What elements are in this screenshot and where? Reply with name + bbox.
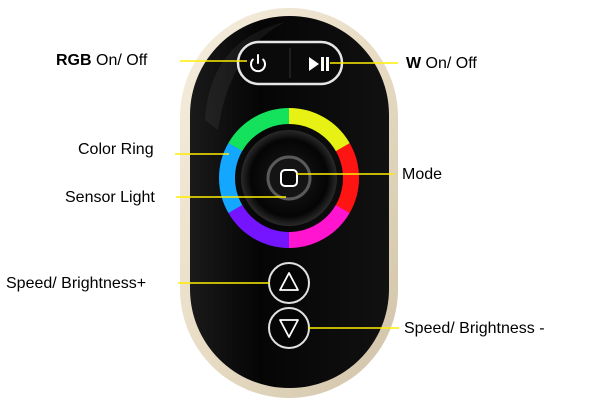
label-speed-up: Speed/ Brightness+ — [6, 275, 147, 292]
triangle-down-icon — [279, 319, 299, 338]
label-speed-down: Speed/ Brightness - — [404, 320, 545, 337]
label-rgb-suffix: On/ Off — [91, 52, 148, 69]
label-mode: Mode — [402, 166, 443, 183]
label-w-prefix: W — [406, 55, 422, 72]
play-pause-icon[interactable] — [309, 57, 329, 71]
mode-square-icon[interactable] — [280, 169, 298, 187]
triangle-up-icon — [279, 272, 299, 291]
color-ring[interactable] — [204, 93, 373, 262]
label-rgb-on-off: RGB On/ Off — [56, 52, 147, 70]
gloss-highlight — [205, 22, 285, 130]
speed-up-button[interactable] — [268, 262, 310, 304]
speed-down-button[interactable] — [268, 307, 310, 349]
power-icon[interactable] — [246, 52, 270, 76]
label-rgb-prefix: RGB — [56, 52, 92, 69]
label-w-on-off: W On/ Off — [406, 55, 477, 73]
label-color-ring: Color Ring — [78, 141, 154, 158]
label-w-suffix: On/ Off — [421, 55, 477, 72]
label-sensor-light: Sensor Light — [65, 189, 155, 206]
